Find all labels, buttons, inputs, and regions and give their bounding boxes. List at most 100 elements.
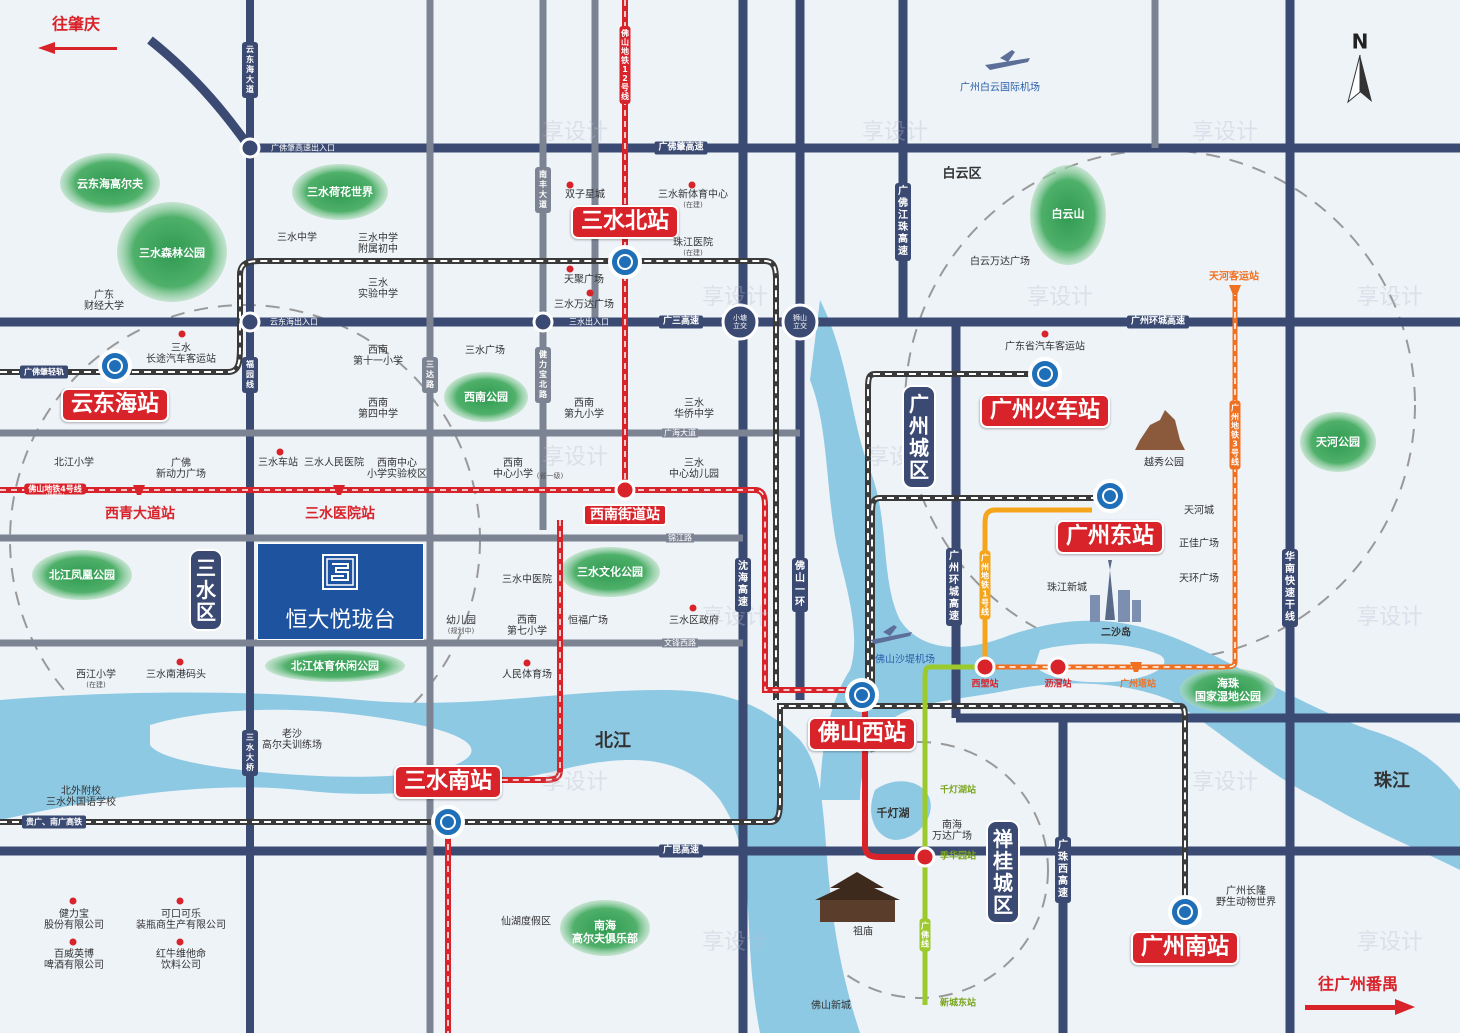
watermark: 享设计 xyxy=(1356,605,1424,630)
road-label: 广昆高速 xyxy=(658,844,704,858)
station-guangzhou[interactable]: 广州火车站 xyxy=(979,394,1111,428)
road-label: 福园线 xyxy=(242,357,258,393)
district-chancheng: 禅桂城区 xyxy=(986,820,1020,924)
metro-station-tianhe-coach[interactable]: 天河客运站 xyxy=(1209,271,1259,283)
watermark: 享设计 xyxy=(1191,120,1259,145)
arrow-left-icon xyxy=(38,42,117,54)
project-block[interactable]: 恒大悦珑台 xyxy=(257,543,424,640)
station-yundonghai[interactable]: 云东海站 xyxy=(60,388,170,422)
poi-label: 三水中学 xyxy=(277,232,317,244)
train-icon xyxy=(1168,895,1202,929)
poi-label: 北外附校 三水外国语学校 xyxy=(46,786,116,808)
poi-label: 可口可乐 装瓶商生产有限公司 xyxy=(136,909,226,931)
road-label: 锦江路 xyxy=(666,533,694,543)
road-label: 广海大道 xyxy=(662,428,698,438)
poi-label: 健力宝 股份有限公司 xyxy=(44,909,104,931)
train-station-icons xyxy=(98,245,1202,929)
poi-label: 白云万达广场 xyxy=(970,256,1030,268)
metro-station-xinan-street[interactable]: 西南街道站 xyxy=(583,504,667,526)
poi-note: (规划中) xyxy=(447,627,475,635)
watermark: 享设计 xyxy=(1191,770,1259,795)
poi-label: 仙湖度假区 xyxy=(501,916,551,928)
road-label: 小塘立交 xyxy=(733,314,747,330)
project-name: 恒大悦珑台 xyxy=(285,608,396,633)
poi-label: 三水南港码头 xyxy=(146,669,206,681)
poi-note: (在建) xyxy=(683,249,703,257)
road-label: 三达路 xyxy=(422,357,438,393)
poi-label: 幼儿园 xyxy=(446,615,476,627)
lake-label: 千灯湖 xyxy=(876,806,910,820)
park-label: 海珠 国家湿地公园 xyxy=(1195,677,1261,703)
park-baiyunshan xyxy=(1030,165,1106,265)
poi-label: 三水 实验中学 xyxy=(358,278,398,300)
poi-label: 三水万达广场 xyxy=(554,299,614,311)
metro-station-icons xyxy=(133,285,1241,868)
poi-label: 人民体育场 xyxy=(502,669,552,681)
poi-label: 广东省汽车客运站 xyxy=(1005,341,1085,353)
road-label: 沈海高速 xyxy=(735,558,751,612)
station-foshan-west[interactable]: 佛山西站 xyxy=(807,717,917,751)
poi-markers xyxy=(69,181,1049,946)
poi-label: 三水中医院 xyxy=(502,574,552,586)
metro-station-jihuayuan[interactable]: 季华园站 xyxy=(939,851,977,862)
metro-line-note: (规划中) xyxy=(45,493,65,499)
poi-label: 三水 中心幼儿园 xyxy=(669,458,719,480)
poi-label: 三水 长途汽车客运站 xyxy=(146,343,216,365)
river-label-beijiang: 北江 xyxy=(595,730,631,752)
poi-label: 佛山沙堤机场 xyxy=(875,654,935,666)
poi-label: 西南 第四中学 xyxy=(358,398,398,420)
park-sanshui-culture xyxy=(560,547,660,597)
watermark: 享设计 xyxy=(541,445,609,470)
park-haizhu-wetland xyxy=(1180,668,1276,712)
park-label: 西南公园 xyxy=(464,390,508,404)
road-label: 三水大桥 xyxy=(242,730,258,776)
poi-label: 双子星城 xyxy=(565,189,605,201)
road-label: 广佛肇轻轨 xyxy=(20,365,68,379)
station-guangzhou-south[interactable]: 广州南站 xyxy=(1130,931,1240,965)
park-label: 云东海高尔夫 xyxy=(77,177,143,191)
poi-label: 广东 财经大学 xyxy=(84,290,124,312)
poi-label: 西南 第九小学 xyxy=(564,398,604,420)
poi-label: 三水人民医院 xyxy=(304,457,364,469)
goat-statue-icon xyxy=(1135,410,1185,450)
station-guangzhou-east[interactable]: 广州东站 xyxy=(1055,520,1165,554)
metro-line-label: 广州地铁1号线 xyxy=(979,550,991,620)
station-sanshui-north[interactable]: 三水北站 xyxy=(570,205,680,239)
metro-station-sanshui-hospital[interactable]: 三水医院站 xyxy=(305,506,375,522)
poi-label: 天河城 xyxy=(1184,505,1214,517)
poi-label: 三水 华侨中学 xyxy=(674,398,714,420)
metro-station-canton-tower[interactable]: 广州塔站 xyxy=(1119,679,1157,690)
train-icon xyxy=(845,678,879,712)
station-sanshui-south[interactable]: 三水南站 xyxy=(393,765,503,799)
watermark: 享设计 xyxy=(701,285,769,310)
poi-label: 北江小学 xyxy=(54,457,94,469)
park-label: 北江凤凰公园 xyxy=(49,568,115,582)
metro-station-lijiao[interactable]: 沥滘站 xyxy=(1044,679,1072,690)
metro-station-xilang[interactable]: 西塱站 xyxy=(971,679,999,690)
metro-station-xiqing[interactable]: 西青大道站 xyxy=(105,506,175,522)
airplane-icon xyxy=(985,50,1030,70)
watermark: 享设计 xyxy=(1356,285,1424,310)
park-label: 白云山 xyxy=(1051,207,1085,221)
train-icon xyxy=(608,245,642,279)
poi-label: 老沙 高尔夫训练场 xyxy=(262,729,322,751)
ancestral-temple-icon xyxy=(815,872,900,922)
poi-note: (在建) xyxy=(86,681,106,689)
poi-label: 红牛维他命 饮料公司 xyxy=(156,949,206,971)
poi-label: 广州白云国际机场 xyxy=(960,82,1040,94)
park-label: 南海 高尔夫俱乐部 xyxy=(572,919,638,945)
poi-label: 西南中心 小学实验校区 xyxy=(367,458,427,480)
poi-label: 正佳广场 xyxy=(1179,538,1219,550)
road-label: 云东海出入口 xyxy=(268,317,320,327)
train-icon xyxy=(98,349,132,383)
poi-label: 天聚广场 xyxy=(564,274,604,286)
poi-label: 三水中学 附属初中 xyxy=(358,233,398,255)
park-tianhe xyxy=(1300,412,1376,472)
watermark: 享设计 xyxy=(701,930,769,955)
interchanges xyxy=(239,137,819,341)
poi-label: 三水广场 xyxy=(465,345,505,357)
metro-station-xincheng-east[interactable]: 新城东站 xyxy=(939,998,977,1009)
metro-station-qiandenghu[interactable]: 千灯湖站 xyxy=(939,785,977,796)
train-icon xyxy=(1093,479,1127,513)
